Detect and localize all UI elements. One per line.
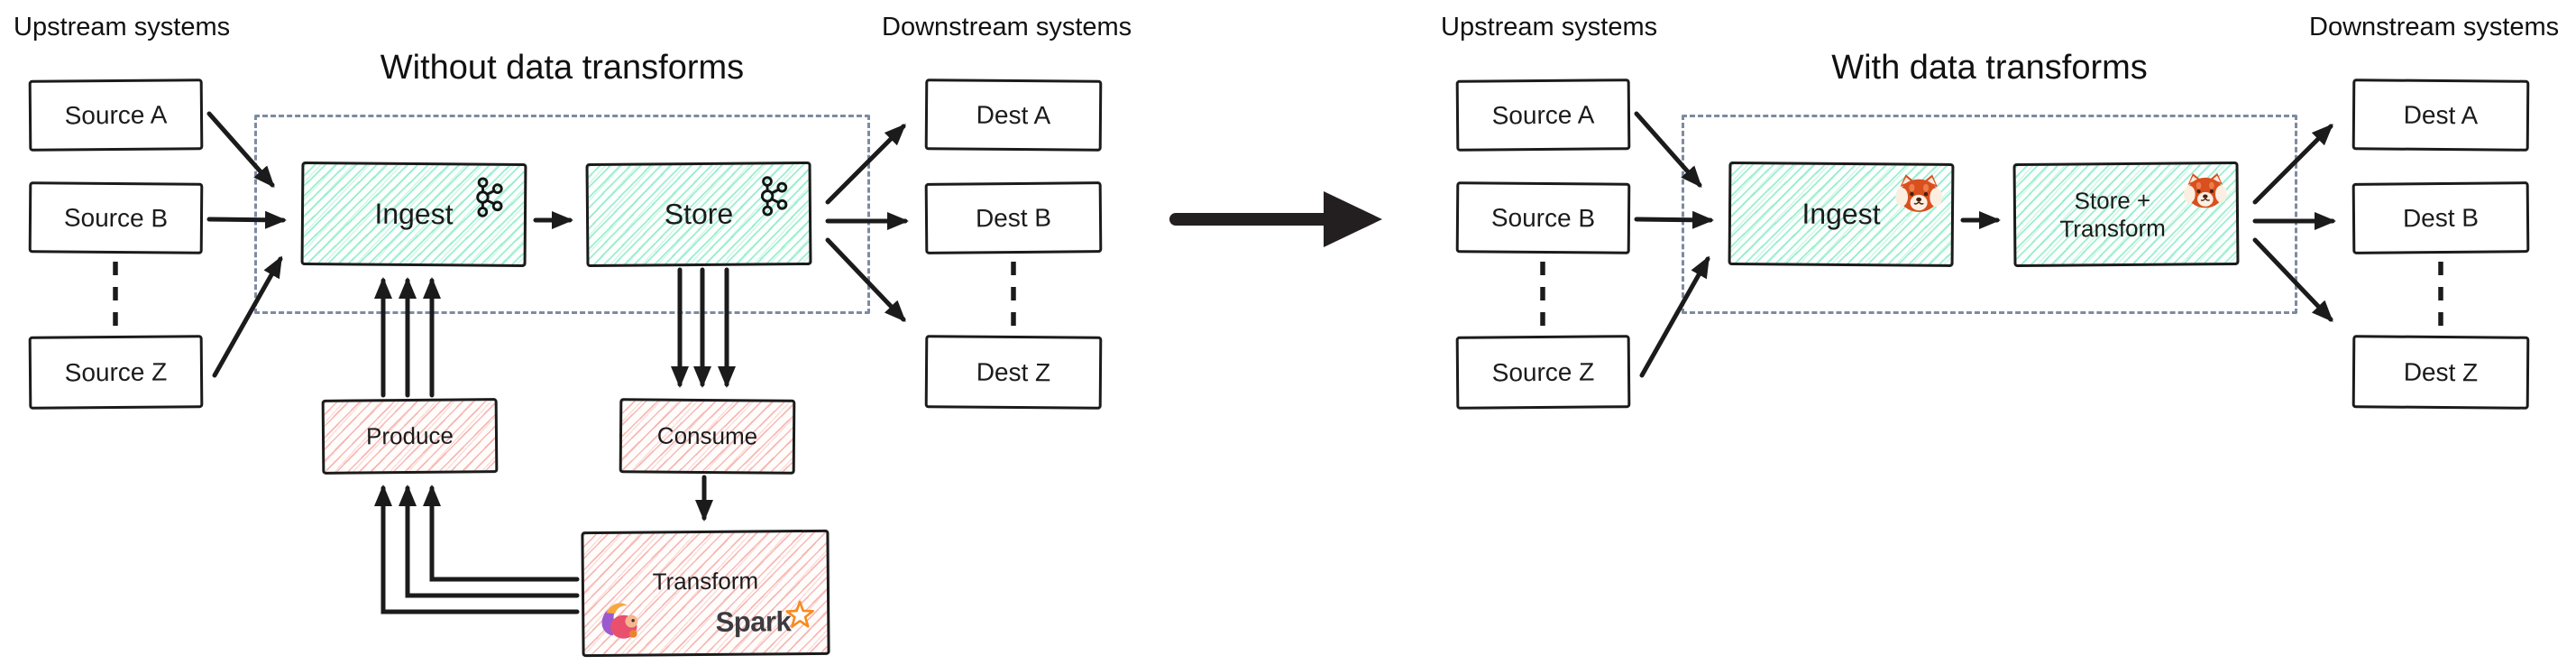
left-transform-box: Transform Spark — [581, 529, 830, 658]
right-ingest-label: Ingest — [1801, 197, 1881, 231]
right-source-a-box: Source A — [1455, 79, 1631, 152]
left-source-z-box: Source Z — [28, 335, 204, 410]
left-source-a-box: Source A — [28, 79, 204, 152]
left-consume-label: Consume — [656, 421, 758, 450]
arrow-left-transform-to-produce-3 — [374, 485, 580, 614]
left-pipeline-frame — [254, 115, 870, 314]
right-dest-a-label: Dest A — [2403, 100, 2479, 129]
left-dest-b-label: Dest B — [975, 203, 1052, 232]
right-upstream-header: Upstream systems — [1441, 13, 1658, 42]
left-source-b-label: Source B — [63, 203, 169, 232]
left-transform-label: Transform — [652, 567, 759, 596]
left-dest-z-label: Dest Z — [976, 357, 1051, 386]
left-downstream-header: Downstream systems — [882, 13, 1132, 42]
right-dest-b-label: Dest B — [2402, 203, 2480, 232]
right-store-transform-line1: Store + — [2074, 186, 2151, 214]
left-produce-box: Produce — [321, 398, 499, 475]
right-store-transform-box: Store + Transform — [2012, 161, 2240, 268]
left-dest-a-label: Dest A — [976, 100, 1051, 129]
spark-star-icon — [785, 600, 814, 628]
left-diagram-title: Without data transforms — [380, 49, 745, 87]
right-dest-a-box: Dest A — [2351, 79, 2530, 152]
left-store-label: Store — [664, 197, 734, 231]
spark-logo: Spark — [715, 598, 816, 639]
right-ingest-box: Ingest — [1728, 162, 1955, 267]
right-source-b-label: Source B — [1490, 203, 1596, 232]
left-consume-box: Consume — [619, 398, 796, 475]
right-pipeline-frame — [1682, 115, 2297, 314]
left-store-box: Store — [585, 161, 812, 268]
right-downstream-header: Downstream systems — [2309, 13, 2560, 42]
left-produce-label: Produce — [365, 421, 454, 450]
right-diagram-title: With data transforms — [1831, 49, 2148, 87]
right-source-z-box: Source Z — [1455, 335, 1631, 410]
left-dest-a-box: Dest A — [924, 79, 1103, 152]
arrow-left-transform-to-produce-2 — [399, 485, 580, 598]
right-dest-z-label: Dest Z — [2403, 357, 2479, 386]
left-ingest-label: Ingest — [374, 197, 454, 231]
right-store-transform-line2: Transform — [2059, 214, 2167, 243]
kafka-icon — [473, 177, 504, 218]
left-ingest-box: Ingest — [300, 162, 527, 267]
right-source-a-label: Source A — [1491, 100, 1595, 129]
red-panda-icon — [2183, 171, 2227, 209]
flink-squirrel-icon — [597, 599, 644, 647]
arrow-left-transform-to-produce-1 — [423, 485, 580, 582]
left-source-z-label: Source Z — [64, 357, 168, 386]
right-store-transform-label: Store + Transform — [2059, 186, 2166, 243]
right-dest-b-box: Dest B — [2351, 181, 2530, 254]
big-transition-arrow — [1169, 191, 1382, 247]
left-dest-b-box: Dest B — [924, 181, 1103, 254]
left-source-a-label: Source A — [64, 100, 168, 129]
right-dest-z-box: Dest Z — [2351, 335, 2530, 410]
right-source-b-box: Source B — [1455, 181, 1631, 254]
right-source-z-label: Source Z — [1491, 357, 1595, 386]
red-panda-icon — [1895, 172, 1943, 213]
kafka-icon — [758, 175, 789, 217]
left-source-b-box: Source B — [28, 181, 204, 254]
spark-wordmark: Spark — [715, 605, 792, 638]
left-dest-z-box: Dest Z — [924, 335, 1103, 410]
left-upstream-header: Upstream systems — [14, 13, 231, 42]
